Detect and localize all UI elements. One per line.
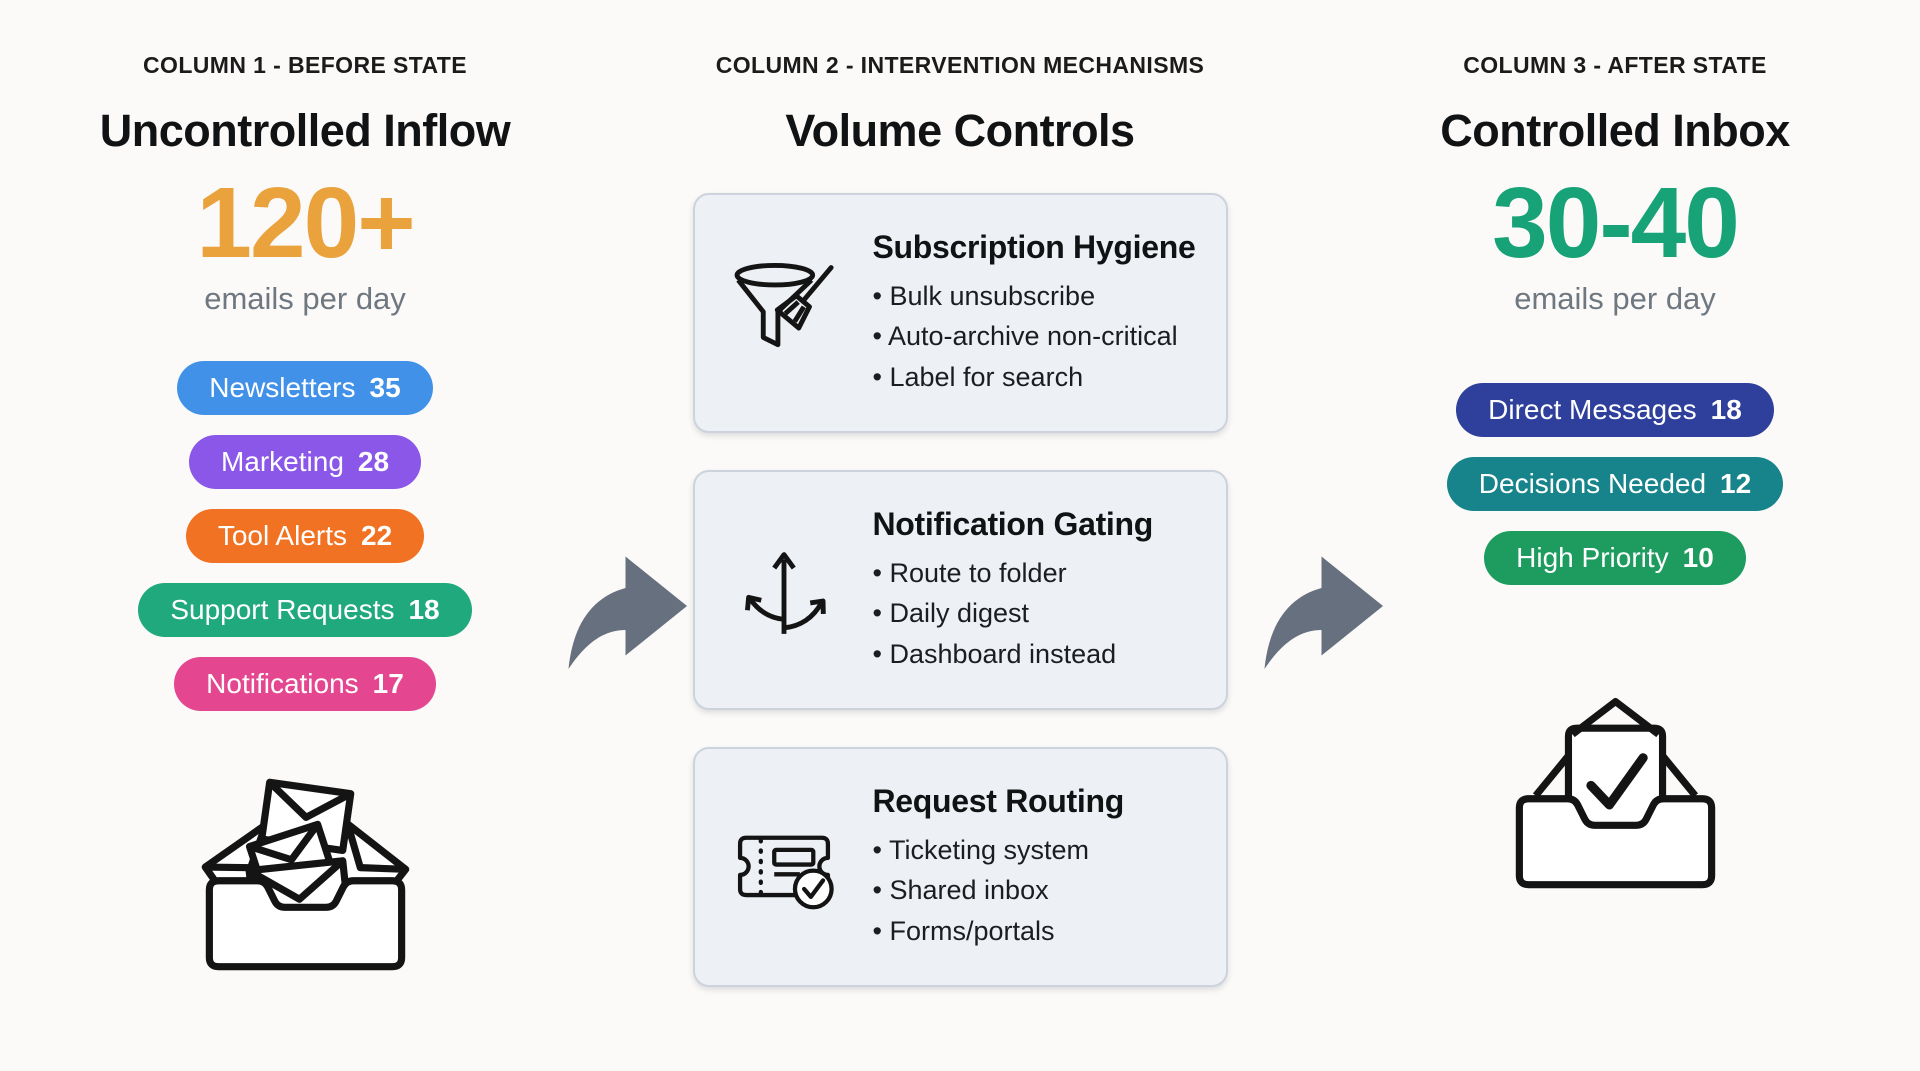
curved-right-arrow-icon bbox=[1264, 556, 1383, 669]
flow-arrow-before-to-controls bbox=[552, 540, 702, 690]
column1-kicker: COLUMN 1 - BEFORE STATE bbox=[143, 52, 467, 78]
pill-marketing: Marketing 28 bbox=[188, 435, 422, 489]
pill-label: Direct Messages bbox=[1488, 394, 1697, 425]
card-text: Request Routing Ticketing system Shared … bbox=[873, 783, 1125, 952]
pill-count: 28 bbox=[357, 446, 390, 477]
inbox-check-icon bbox=[1310, 683, 1920, 893]
card-bullet: Auto-archive non-critical bbox=[873, 316, 1196, 357]
pill-count: 22 bbox=[361, 520, 393, 551]
card-bullet: Daily digest bbox=[873, 593, 1154, 634]
before-metric-value: 120+ bbox=[196, 167, 415, 279]
pill-label: Notifications bbox=[206, 668, 359, 699]
before-metric-caption: emails per day bbox=[204, 281, 406, 316]
pill-label: High Priority bbox=[1516, 542, 1669, 573]
pill-support-requests: Support Requests 18 bbox=[138, 583, 472, 637]
column2-title: Volume Controls bbox=[785, 105, 1135, 156]
after-pill-stack: Direct Messages 18 Decisions Needed 12 Hig… bbox=[1310, 373, 1920, 595]
after-metric-value: 30-40 bbox=[1492, 167, 1740, 279]
card-notification-gating: Notification Gating Route to folder Dail… bbox=[692, 470, 1228, 710]
branching-arrows-icon bbox=[723, 529, 845, 651]
pill-label: Tool Alerts bbox=[217, 520, 347, 551]
column-before-state: COLUMN 1 - BEFORE STATE Uncontrolled Inf… bbox=[0, 0, 610, 1071]
pill-direct-messages: Direct Messages 18 bbox=[1456, 383, 1774, 437]
card-title: Notification Gating bbox=[872, 505, 1154, 542]
pill-decisions-needed: Decisions Needed 12 bbox=[1446, 457, 1784, 511]
column-after-state: COLUMN 3 - AFTER STATE Controlled Inbox … bbox=[1310, 0, 1920, 1071]
pill-count: 35 bbox=[369, 372, 401, 403]
pill-notifications: Notifications 17 bbox=[174, 657, 436, 711]
pill-count: 17 bbox=[372, 668, 404, 699]
pill-tool-alerts: Tool Alerts 22 bbox=[185, 509, 425, 563]
column3-kicker: COLUMN 3 - AFTER STATE bbox=[1463, 52, 1767, 78]
ticket-check-icon bbox=[723, 806, 845, 928]
column2-kicker: COLUMN 2 - INTERVENTION MECHANISMS bbox=[715, 52, 1205, 78]
pill-label: Decisions Needed bbox=[1478, 468, 1707, 499]
card-subscription-hygiene: Subscription Hygiene Bulk unsubscribe Au… bbox=[692, 193, 1228, 433]
card-bullet: Shared inbox bbox=[873, 870, 1125, 911]
card-bullet: Forms/portals bbox=[873, 911, 1125, 952]
pill-high-priority: High Priority 10 bbox=[1484, 531, 1746, 585]
pill-count: 18 bbox=[408, 594, 440, 625]
column-intervention-mechanisms: COLUMN 2 - INTERVENTION MECHANISMS Volum… bbox=[610, 0, 1310, 1071]
after-metric-caption: emails per day bbox=[1514, 281, 1716, 316]
card-bullet-list: Ticketing system Shared inbox Forms/port… bbox=[873, 830, 1125, 952]
card-title: Subscription Hygiene bbox=[872, 228, 1196, 265]
pill-count: 18 bbox=[1710, 394, 1742, 425]
card-bullet: Label for search bbox=[873, 357, 1196, 398]
curved-right-arrow-icon bbox=[568, 556, 687, 669]
card-bullet: Dashboard instead bbox=[873, 634, 1154, 675]
card-text: Subscription Hygiene Bulk unsubscribe Au… bbox=[873, 229, 1196, 398]
funnel-broom-icon bbox=[723, 252, 845, 374]
card-bullet-list: Bulk unsubscribe Auto-archive non-critic… bbox=[873, 276, 1196, 398]
card-bullet-list: Route to folder Daily digest Dashboard i… bbox=[873, 553, 1154, 675]
pill-count: 10 bbox=[1682, 542, 1714, 573]
card-title: Request Routing bbox=[872, 782, 1125, 819]
card-bullet: Bulk unsubscribe bbox=[873, 276, 1196, 317]
column3-title: Controlled Inbox bbox=[1440, 105, 1790, 156]
pill-label: Newsletters bbox=[209, 372, 356, 403]
card-text: Notification Gating Route to folder Dail… bbox=[873, 506, 1154, 675]
card-request-routing: Request Routing Ticketing system Shared … bbox=[692, 747, 1228, 987]
pill-label: Support Requests bbox=[170, 594, 395, 625]
flow-arrow-controls-to-after bbox=[1248, 540, 1398, 690]
overflowing-inbox-icon bbox=[0, 765, 610, 975]
pill-count: 12 bbox=[1720, 468, 1752, 499]
card-bullet: Ticketing system bbox=[873, 830, 1125, 871]
card-bullet: Route to folder bbox=[873, 553, 1154, 594]
pill-newsletters: Newsletters 35 bbox=[177, 361, 433, 415]
intervention-cards: Subscription Hygiene Bulk unsubscribe Au… bbox=[610, 193, 1310, 987]
column1-title: Uncontrolled Inflow bbox=[99, 105, 511, 156]
pill-label: Marketing bbox=[220, 446, 344, 477]
